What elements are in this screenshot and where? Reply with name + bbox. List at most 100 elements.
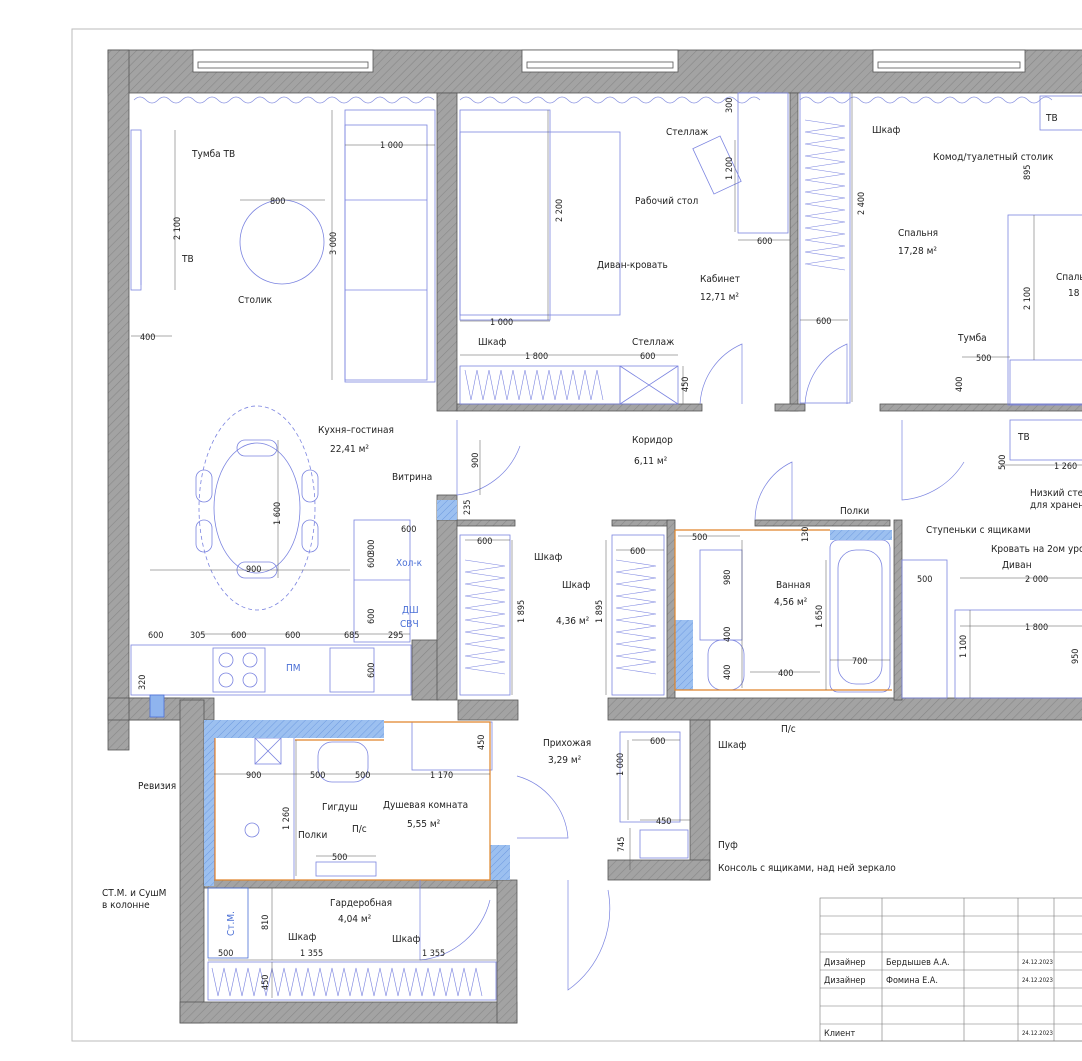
dim-1000: 1 000: [380, 141, 403, 151]
label-coffee-table: Столик: [238, 295, 273, 306]
room-name-shower: Душевая комната: [383, 800, 468, 811]
room-name-bedroom2: Спаль: [1056, 272, 1082, 283]
dim-810: 810: [261, 915, 271, 930]
dim-2200: 2 200: [555, 199, 565, 222]
dim-320: 320: [138, 675, 148, 690]
room-area-bedroom: 17,28 м²: [898, 246, 937, 257]
room-area-hall: 3,29 м²: [548, 755, 582, 766]
dim-450b: 450: [477, 735, 487, 750]
label-rack-top: Стеллаж: [666, 127, 708, 138]
label-washer-2: в колонне: [102, 900, 150, 911]
tb-role-3: Клиент: [824, 1029, 855, 1039]
label-dressing-wardrobe-2: Шкаф: [392, 934, 421, 945]
label-corridor-wardrobe: Шкаф: [534, 552, 563, 563]
label-steps: Ступеньки с ящиками: [926, 525, 1031, 536]
label-loft-bed: Кровать на 2ом уро: [991, 544, 1082, 555]
room-name-bedroom: Спальня: [898, 228, 938, 239]
room-area-dressing: 4,04 м²: [338, 914, 372, 925]
windows: [192, 49, 1026, 73]
dim-600c: 600: [816, 317, 831, 327]
label-sofa-bed: Диван-кровать: [597, 260, 668, 271]
tb-date-2: 24.12.2023: [1022, 977, 1053, 984]
dim-1260: 1 260: [1054, 462, 1077, 472]
room-name-kitchen: Кухня–гостиная: [318, 425, 394, 436]
room-labels: Кухня–гостиная 22,41 м² Кабинет 12,71 м²…: [318, 228, 1082, 925]
label-hygienic-shower: Гигдуш: [322, 802, 358, 813]
dim-700: 700: [852, 657, 867, 667]
dim-600d: 600: [401, 525, 416, 535]
dim-500g: 500: [332, 853, 347, 863]
room-name-study: Кабинет: [700, 273, 740, 285]
label-washer-1: СТ.М. и СушМ: [102, 888, 166, 899]
label-bedroom-wardrobe: Шкаф: [872, 125, 901, 136]
label-shelves: Полки: [840, 506, 869, 517]
label-ps-shower: П/с: [352, 824, 367, 835]
dim-1800b: 1 800: [1025, 623, 1048, 633]
dim-300: 300: [725, 98, 735, 113]
dim-600f: 600: [367, 609, 377, 624]
sheet-frame: [71, 28, 1082, 1042]
dim-235: 235: [463, 500, 473, 515]
label-fridge: Хол-к: [396, 558, 423, 569]
dim-450d: 450: [261, 975, 271, 990]
walls: [107, 49, 1082, 1024]
dim-600m: 600: [650, 737, 665, 747]
dim-295: 295: [388, 631, 403, 641]
tb-date-1: 24.12.2023: [1022, 959, 1053, 966]
room-area-bath: 4,56 м²: [774, 597, 808, 608]
dim-1895: 1 895: [517, 600, 527, 623]
label-revision: Ревизия: [138, 781, 176, 792]
label-microwave: СВЧ: [400, 619, 419, 630]
label-shower-shelves: Полки: [298, 830, 327, 841]
dim-600h: 600: [231, 631, 246, 641]
dim-500e: 500: [310, 771, 325, 781]
dim-1355b: 1 355: [422, 949, 445, 959]
label-study-wardrobe: Шкаф: [478, 337, 507, 348]
dim-500f: 500: [355, 771, 370, 781]
dim-450c: 450: [656, 817, 671, 827]
label-ps-bath: П/с: [781, 724, 796, 735]
dim-900b: 900: [246, 565, 261, 575]
label-dishwasher-pm: ПМ: [286, 663, 301, 674]
room-name-hall: Прихожая: [543, 738, 591, 749]
dim-2000: 2 000: [1025, 575, 1048, 585]
label-washer-box: Ст.М.: [226, 911, 237, 936]
annotations: Тумба ТВ ТВ Столик Стеллаж Рабочий стол …: [102, 113, 1082, 945]
dim-400b: 400: [955, 377, 965, 392]
label-rack-bottom: Стеллаж: [632, 337, 674, 348]
dim-2100b: 2 100: [1023, 287, 1033, 310]
furniture: [130, 92, 1082, 1001]
label-nightstand: Тумба: [957, 332, 987, 344]
label-console: Консоль с ящиками, над ней зеркало: [718, 863, 896, 874]
dim-500: 500: [976, 354, 991, 364]
room-name-closet: Шкаф: [562, 580, 591, 591]
label-bedroom-tv: ТВ: [1045, 113, 1058, 124]
dim-400: 400: [140, 333, 155, 343]
label-low-rack-1: Низкий сте: [1030, 488, 1082, 499]
dim-800: 800: [270, 197, 285, 207]
tb-role-2: Дизайнер: [824, 976, 866, 986]
room-name-corridor: Коридор: [632, 435, 673, 446]
doors: [419, 343, 965, 991]
dim-300b: 300: [367, 540, 377, 555]
dim-2400: 2 400: [857, 192, 867, 215]
dim-895: 895: [1023, 165, 1033, 180]
dim-685: 685: [344, 631, 359, 641]
dim-1200: 1 200: [725, 157, 735, 180]
dim-950: 950: [1071, 649, 1081, 664]
label-tv-stand: Тумба ТВ: [191, 148, 235, 160]
dim-400e: 400: [778, 669, 793, 679]
dim-2100: 2 100: [173, 217, 183, 240]
dim-600i: 600: [285, 631, 300, 641]
room-area-corridor: 6,11 м²: [634, 456, 668, 467]
waterproofing-lines: [214, 529, 892, 881]
dim-500b: 500: [692, 533, 707, 543]
label-sofa-2: Диван: [1002, 560, 1032, 571]
dim-400d: 400: [723, 665, 733, 680]
room-area-bedroom2: 18: [1068, 288, 1080, 299]
dim-980: 980: [723, 570, 733, 585]
dimension-lines: [131, 93, 1082, 998]
tb-role-1: Дизайнер: [824, 958, 866, 968]
dim-1170: 1 170: [430, 771, 453, 781]
